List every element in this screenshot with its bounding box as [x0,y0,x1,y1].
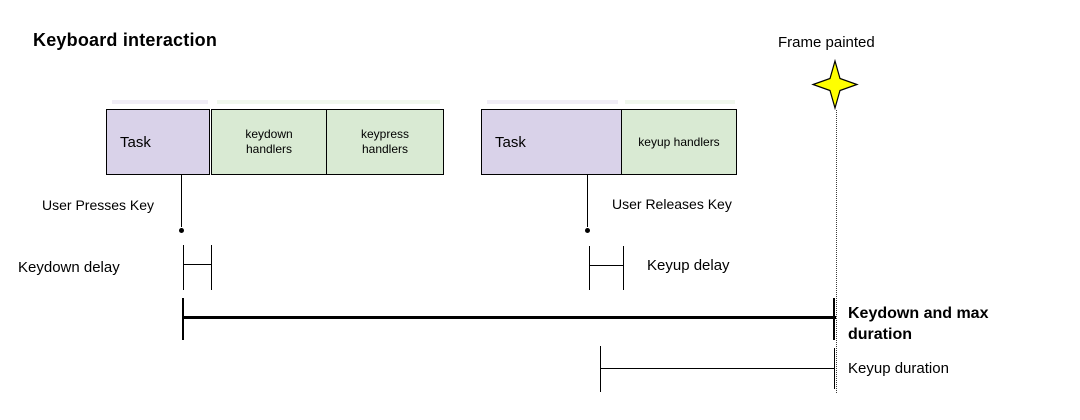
user-presses-key-dot [179,228,184,233]
keyup-delay-label: Keyup delay [647,257,730,274]
task-box-1-label: Task [120,133,151,151]
keydown-max-duration-bar [183,316,836,319]
task-box-1: Task [106,109,210,175]
task-box-2-label: Task [495,133,526,151]
keyup-handlers-label: keyup handlers [638,134,720,149]
task-box-2: Task [481,109,622,175]
frame-painted-label: Frame painted [778,34,875,51]
keydown-delay-label: Keydown delay [18,259,120,276]
keypress-handlers-box: keypress handlers [326,109,444,175]
ghost-strip-keydown-keypress [217,100,440,104]
keyup-delay-span-line [589,265,624,266]
keydown-handlers-label: keydown handlers [245,127,293,156]
keypress-handlers-label: keypress handlers [360,127,410,156]
keydown-delay-tick-right [211,245,212,290]
frame-painted-dotted-line [836,110,837,393]
user-presses-key-line [181,175,182,227]
keydown-handlers-box: keydown handlers [211,109,327,175]
keyup-duration-tick-left [600,346,601,392]
keyup-delay-tick-right [623,246,624,290]
keyup-duration-label: Keyup duration [848,360,949,377]
keyup-duration-tick-right [834,348,835,389]
user-releases-key-dot [585,228,590,233]
keydown-max-duration-label: Keydown and max duration [848,305,989,343]
ghost-strip-task2 [487,100,618,104]
keydown-max-duration-tick-left [182,298,184,340]
user-releases-key-label: User Releases Key [612,196,732,212]
user-releases-key-line [587,175,588,227]
keydown-delay-span-line [183,264,212,265]
keyup-handlers-box: keyup handlers [621,109,737,175]
keyup-duration-bar [601,368,835,369]
keydown-delay-tick-left [183,245,184,290]
frame-painted-star-icon [811,59,859,110]
ghost-strip-task1 [112,100,208,104]
keyup-delay-tick-left [589,246,590,290]
ghost-strip-keyup [625,100,735,104]
keydown-max-duration-tick-right [833,298,835,340]
user-presses-key-label: User Presses Key [42,197,155,213]
diagram-title: Keyboard interaction [33,30,218,50]
